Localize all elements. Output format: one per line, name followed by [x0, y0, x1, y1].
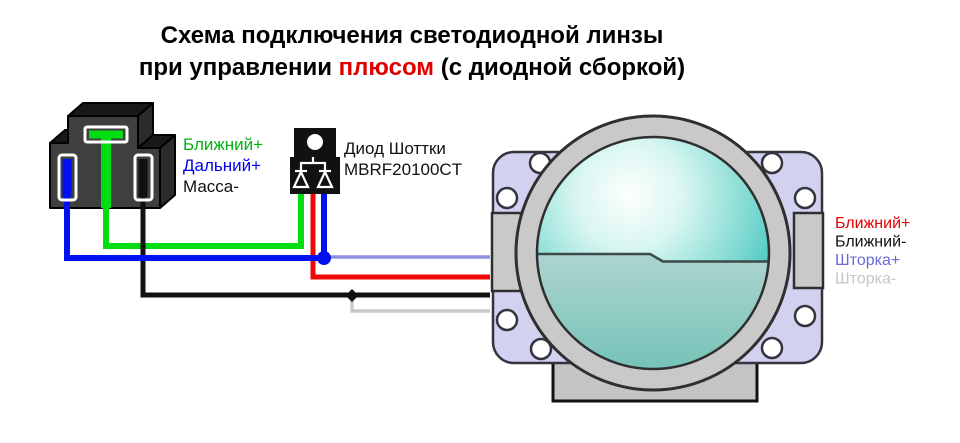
slot-ground-frame — [133, 153, 154, 202]
slot-low-beam-pin — [62, 159, 72, 197]
wire-ground-black — [140, 192, 490, 298]
lens-assembly — [490, 114, 825, 403]
lens-right-tab — [792, 211, 825, 290]
title-line2: при управлении плюсом (с диодной сборкой… — [139, 54, 685, 81]
connector-right-side-face — [159, 134, 176, 209]
label-lens-shutter-plus: Шторка+ — [835, 252, 900, 269]
label-lens-low-beam-plus: Ближний+ — [835, 215, 910, 232]
title-line1: Схема подключения светодиодной линзы — [161, 22, 664, 49]
screw-hole — [793, 304, 817, 328]
screw-hole — [495, 186, 519, 210]
title-line2-highlight: плюсом — [339, 54, 434, 81]
slot-high-beam-frame — [83, 125, 129, 144]
schottky-diode — [290, 128, 340, 194]
slot-high-beam-pin — [89, 130, 123, 139]
wire-shutter-gray — [350, 296, 490, 313]
slot-ground-pin — [138, 159, 148, 197]
screw-hole — [760, 336, 784, 360]
wire-low-beam-blue — [64, 190, 327, 261]
diode-mounting-hole — [307, 134, 323, 150]
lens-legend: Ближний+ Ближний- Шторка+ Шторка- — [835, 215, 910, 288]
slot-green-stem — [101, 138, 111, 208]
label-lens-low-beam-minus: Ближний- — [835, 234, 906, 251]
diode-part-label: MBRF20100CT — [344, 160, 462, 179]
title-line2-suffix: (с диодной сборкой) — [434, 54, 685, 81]
connector-slots — [57, 125, 154, 202]
junction-dot-black — [345, 289, 359, 302]
lens-lower-half — [537, 254, 769, 369]
wire-high-beam-green — [103, 190, 304, 249]
wire-output-red — [310, 190, 490, 280]
screw-holes — [495, 151, 817, 361]
screw-hole — [495, 308, 519, 332]
diode-schematic — [292, 157, 334, 189]
lens-glass — [535, 135, 771, 371]
screw-hole — [793, 186, 817, 210]
label-ground-minus: Масса- — [183, 177, 239, 196]
screw-hole — [529, 337, 553, 361]
label-lens-shutter-minus: Шторка- — [835, 271, 896, 288]
cutoff-line — [537, 252, 769, 263]
label-high-beam-plus: Ближний+ — [183, 135, 263, 154]
title-line2-prefix: при управлении — [139, 54, 339, 81]
junction-dot-blue — [317, 251, 331, 265]
lens-glass-rim — [535, 135, 771, 371]
screw-hole — [760, 151, 784, 175]
slot-low-beam-frame — [57, 153, 78, 202]
connector-legend: Ближний+ Дальний+ Масса- — [183, 135, 263, 196]
label-far-beam-plus: Дальний+ — [183, 156, 261, 175]
diode-name-label: Диод Шоттки — [344, 139, 446, 158]
